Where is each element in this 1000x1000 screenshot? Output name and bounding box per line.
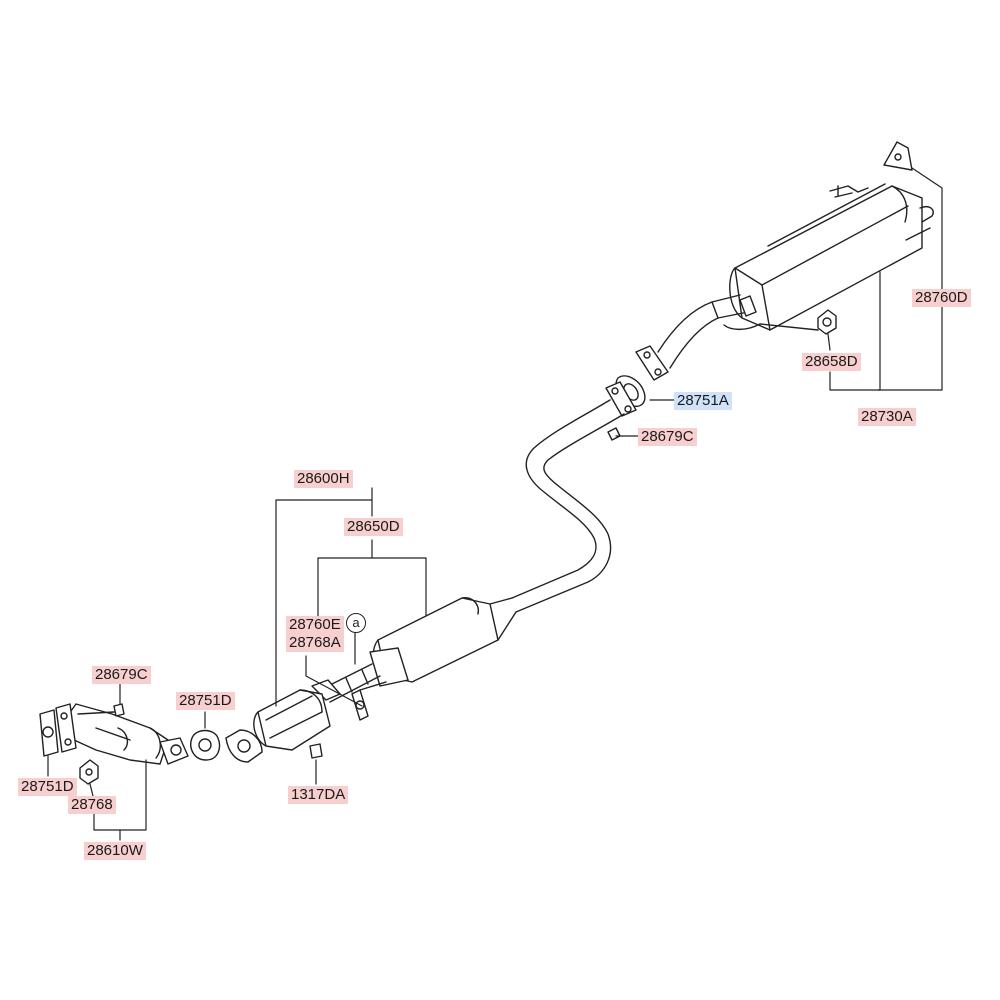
part-label-28760E[interactable]: 28760E (286, 616, 344, 634)
callout-a: a (346, 613, 366, 633)
rear-rubber-hanger (759, 309, 837, 335)
mid-gasket (190, 729, 221, 761)
front-rubber-hanger (79, 759, 99, 785)
part-label-28751D-left[interactable]: 28751D (18, 778, 77, 796)
part-label-28679C-upper[interactable]: 28679C (638, 428, 697, 446)
part-label-28730A[interactable]: 28730A (858, 408, 916, 426)
part-label-28760D[interactable]: 28760D (912, 289, 971, 307)
part-label-28679C-lower[interactable]: 28679C (92, 666, 151, 684)
upper-flange-joint (605, 345, 669, 441)
part-label-28600H[interactable]: 28600H (294, 470, 353, 488)
leader-lines (47, 167, 943, 841)
rear-hanger-bracket (829, 141, 913, 198)
part-label-28768A[interactable]: 28768A (286, 634, 344, 652)
rear-pipe (657, 294, 761, 369)
part-label-28650D[interactable]: 28650D (344, 518, 403, 536)
part-label-28751D-mid[interactable]: 28751D (176, 692, 235, 710)
nut-1317DA (309, 743, 323, 759)
part-label-28610W[interactable]: 28610W (84, 842, 146, 860)
center-pipe (511, 399, 625, 613)
part-label-28658D[interactable]: 28658D (802, 353, 861, 371)
part-label-28768[interactable]: 28768 (68, 796, 116, 814)
front-bolt (77, 703, 125, 717)
center-resonator (351, 597, 517, 721)
part-label-28751A[interactable]: 28751A (674, 392, 732, 410)
rear-muffler (729, 183, 934, 331)
front-flange (39, 703, 77, 757)
front-pipe (65, 703, 189, 765)
part-label-1317DA[interactable]: 1317DA (288, 786, 349, 804)
